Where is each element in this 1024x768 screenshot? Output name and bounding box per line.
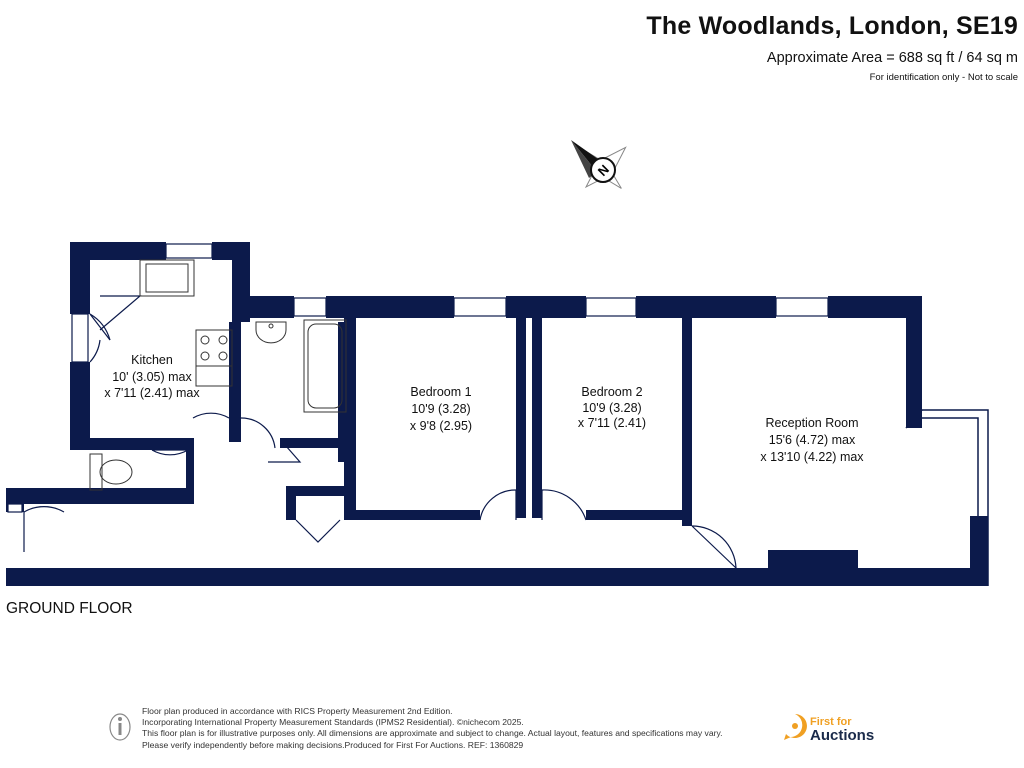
windows: [7, 243, 829, 513]
scale-note: For identification only - Not to scale: [869, 72, 1018, 83]
brand-line2: Auctions: [810, 727, 875, 744]
floor-label: GROUND FLOOR: [6, 600, 133, 617]
bedroom2-name: Bedroom 2: [581, 385, 642, 399]
ipms-info-icon: [109, 713, 131, 741]
approximate-area: Approximate Area = 688 sq ft / 64 sq m: [766, 50, 1018, 66]
room-labels: Kitchen 10' (3.05) max x 7'11 (2.41) max…: [104, 353, 864, 464]
kitchen-name: Kitchen: [131, 353, 173, 367]
footer-line4: Please verify independently before makin…: [142, 739, 524, 750]
reception-dim1: 15'6 (4.72) max: [769, 433, 856, 447]
brand-line1: First for: [810, 716, 852, 728]
bedroom1-dim1: 10'9 (3.28): [411, 402, 470, 416]
bedroom1-name: Bedroom 1: [410, 385, 471, 399]
bathroom-fixtures: [89, 319, 347, 491]
footer-line3: This floor plan is for illustrative purp…: [142, 728, 723, 739]
bedroom2-dim2: x 7'11 (2.41): [578, 416, 646, 430]
plan-title: The Woodlands, London, SE19: [646, 12, 1018, 40]
bedroom2-dim1: 10'9 (3.28): [582, 401, 641, 415]
kitchen-dim2: x 7'11 (2.41) max: [104, 386, 200, 400]
footer-line1: Floor plan produced in accordance with R…: [142, 706, 453, 716]
kitchen-dim1: 10' (3.05) max: [112, 370, 192, 384]
first-for-auctions-logo-icon: [784, 714, 807, 740]
footer-line2: Incorporating International Property Mea…: [142, 717, 524, 728]
door-swings: [23, 295, 737, 569]
bay-window: [922, 409, 989, 586]
reception-name: Reception Room: [765, 416, 858, 430]
walls: [6, 242, 988, 586]
north-compass-icon: N: [571, 140, 627, 189]
footer-disclaimer: Floor plan produced in accordance with R…: [142, 706, 723, 751]
kitchen-fixtures: [139, 259, 233, 387]
reception-dim2: x 13'10 (4.22) max: [760, 450, 864, 464]
bedroom1-dim2: x 9'8 (2.95): [410, 419, 472, 433]
